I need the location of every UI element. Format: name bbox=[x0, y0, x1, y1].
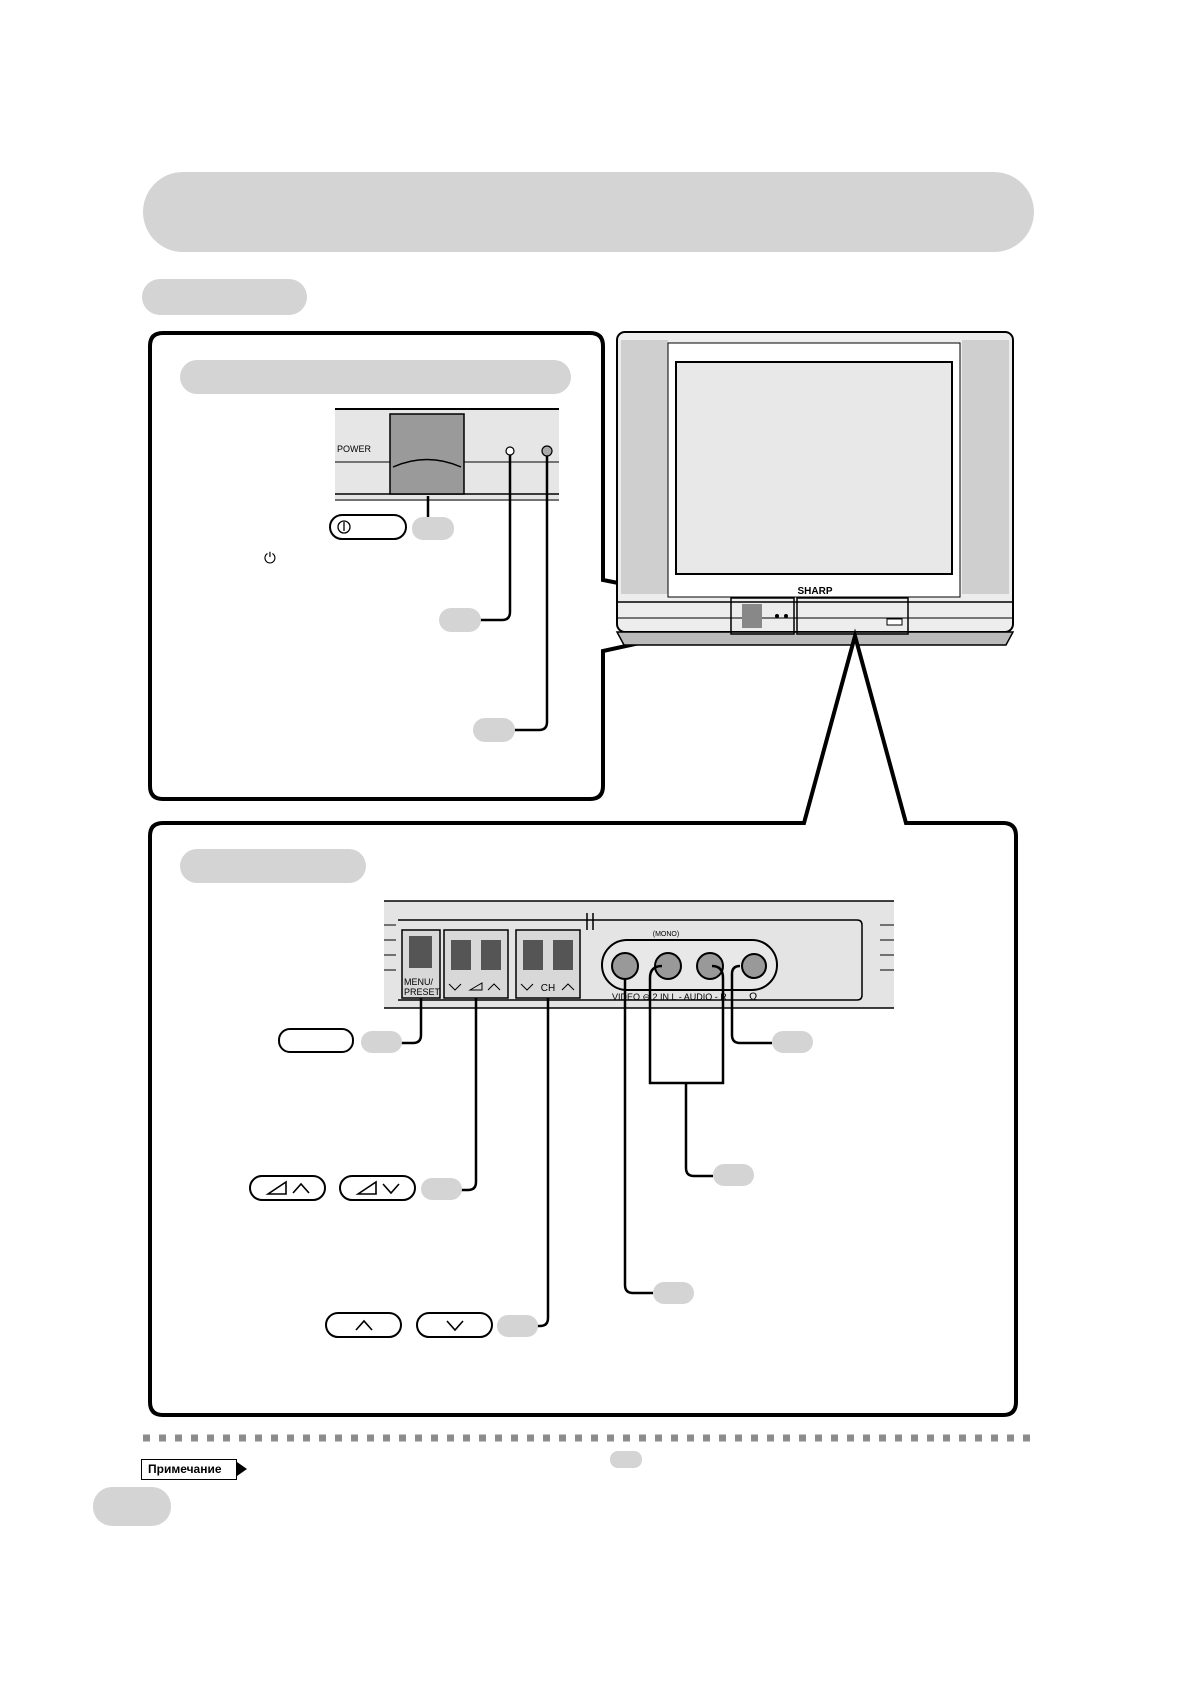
ch-down-button-graphic bbox=[416, 1312, 493, 1338]
menu-label-line2: PRESET bbox=[404, 987, 441, 997]
ref-pill-note bbox=[610, 1451, 642, 1468]
jack-labels: VIDEO ⊖ 2 IN L - AUDIO - R bbox=[612, 992, 727, 1002]
indicator-led-1 bbox=[505, 446, 515, 456]
ref-pill-menu bbox=[361, 1031, 402, 1053]
mono-label: (MONO) bbox=[653, 931, 679, 938]
ref-pill-channel bbox=[497, 1315, 538, 1337]
page-number-pill bbox=[93, 1487, 171, 1526]
power-button-label-pill bbox=[329, 514, 407, 540]
vol-down-button-graphic bbox=[339, 1175, 416, 1201]
indicator-led-2 bbox=[541, 445, 553, 457]
audio-l-jack bbox=[654, 952, 682, 980]
note-badge: Примечание bbox=[141, 1459, 247, 1480]
power-symbol-text: ⏻ bbox=[264, 550, 276, 567]
tv-front-panel-zone bbox=[730, 597, 795, 635]
tv-brand-text: SHARP bbox=[797, 586, 832, 597]
front-panel-title-pill bbox=[180, 360, 571, 394]
tv-set-illustration bbox=[615, 331, 1015, 646]
button-glyphs bbox=[265, 982, 575, 1332]
audio-r-jack bbox=[696, 952, 724, 980]
bottom-panel-callout bbox=[148, 628, 1018, 1417]
ref-pill-headphone bbox=[772, 1031, 813, 1053]
power-label-text: POWER bbox=[337, 444, 372, 454]
header-bar bbox=[143, 172, 1034, 252]
front-panel-illustration bbox=[335, 408, 559, 501]
ref-pill-video bbox=[653, 1282, 694, 1304]
lower-leader-lines bbox=[396, 964, 772, 1328]
front-panel-callout bbox=[148, 331, 715, 801]
ref-pill-audio bbox=[713, 1164, 754, 1186]
vol-up-button-graphic bbox=[249, 1175, 326, 1201]
tv-bottom-panel-zone bbox=[796, 597, 909, 635]
power-button-illustration bbox=[389, 413, 465, 495]
headphone-symbol: Ω bbox=[749, 991, 757, 1003]
ref-pill-power bbox=[412, 517, 454, 540]
ref-pill-led1 bbox=[439, 608, 481, 632]
menu-button-graphic bbox=[278, 1028, 354, 1053]
section-label-pill bbox=[142, 279, 307, 315]
menu-label-line1: MENU/ bbox=[404, 977, 433, 987]
bottom-panel-title-pill bbox=[180, 849, 366, 883]
ch-label: CH bbox=[541, 983, 555, 994]
tv-screen bbox=[675, 361, 953, 575]
ref-pill-led2 bbox=[473, 718, 515, 742]
ref-pill-volume bbox=[421, 1178, 462, 1200]
headphone-jack bbox=[741, 953, 767, 979]
video-jack bbox=[611, 952, 639, 980]
ch-up-button-graphic bbox=[325, 1312, 402, 1338]
